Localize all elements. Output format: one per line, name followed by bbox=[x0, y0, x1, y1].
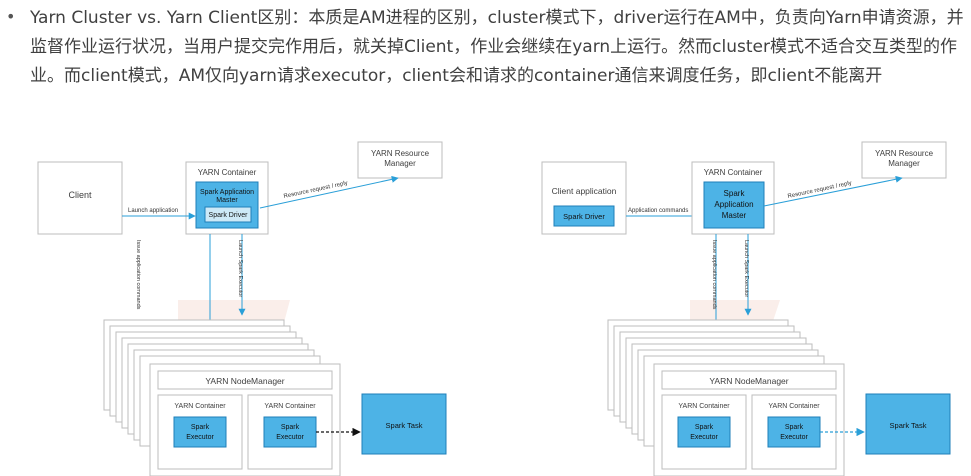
nodemanager-label: YARN NodeManager bbox=[205, 376, 284, 386]
yarn-mode-diagrams: Client YARN Container Spark Application … bbox=[37, 141, 951, 476]
application-commands-label: Application commands bbox=[628, 208, 688, 214]
executor-left-line2: Executor bbox=[186, 434, 214, 441]
client-label: Client bbox=[68, 190, 92, 200]
client-container-right-label: YARN Container bbox=[768, 403, 820, 410]
client-rm-line1: YARN Resource bbox=[875, 149, 934, 158]
container-left-label: YARN Container bbox=[174, 403, 226, 410]
client-spark-driver-box bbox=[553, 205, 615, 227]
spark-driver-box bbox=[204, 206, 252, 223]
resource-manager-box bbox=[357, 141, 443, 179]
container-right-label: YARN Container bbox=[264, 403, 316, 410]
client-application-label: Client application bbox=[552, 186, 617, 196]
bullet-marker: • bbox=[6, 7, 16, 26]
client-container-left-label: YARN Container bbox=[678, 403, 730, 410]
client-spark-task-label: Spark Task bbox=[890, 421, 927, 430]
client-am-line2: Application bbox=[714, 200, 753, 209]
client-spark-driver-label: Spark Driver bbox=[563, 212, 605, 221]
client-am-line1: Spark bbox=[724, 189, 746, 198]
executor-right-line2: Executor bbox=[276, 434, 304, 441]
client-launch-executor-label: Launch Spark Executor bbox=[743, 240, 749, 297]
container-left-box bbox=[157, 394, 243, 470]
client-spark-task-box bbox=[865, 393, 951, 455]
spark-task-label: Spark Task bbox=[386, 421, 423, 430]
rm-label-line1: YARN Resource bbox=[371, 149, 430, 158]
client-nodemanager-label: YARN NodeManager bbox=[709, 376, 788, 386]
launch-application-label: Launch application bbox=[128, 208, 178, 214]
launch-executor-label: Launch Spark Executor bbox=[237, 240, 243, 297]
executor-right-line1: Spark bbox=[281, 424, 300, 431]
description-paragraph: Yarn Cluster vs. Yarn Client区别：本质是AM进程的区… bbox=[30, 8, 964, 86]
client-executor-left-line1: Spark bbox=[695, 424, 714, 431]
executor-right-box bbox=[263, 416, 317, 448]
client-executor-left-box bbox=[677, 416, 731, 448]
rm-label-line2: Manager bbox=[384, 159, 416, 168]
client-box bbox=[37, 161, 123, 235]
resource-request-label: Resource request / reply bbox=[283, 180, 348, 199]
client-executor-right-box bbox=[767, 416, 821, 448]
client-am-line3: Master bbox=[722, 211, 747, 220]
cluster-mode-diagram: Client YARN Container Spark Application … bbox=[37, 141, 447, 476]
executor-left-line1: Spark bbox=[191, 424, 210, 431]
spark-driver-label: Spark Driver bbox=[209, 212, 249, 219]
client-mode-diagram: Client application Spark Driver Applicat… bbox=[541, 141, 951, 476]
yarn-container-label: YARN Container bbox=[198, 168, 257, 177]
executor-left-box bbox=[173, 416, 227, 448]
am-label-line1: Spark Application bbox=[200, 189, 254, 196]
client-yarn-container-label: YARN Container bbox=[704, 168, 763, 177]
client-issue-commands-label: Issue application commands bbox=[711, 240, 717, 310]
spark-task-box bbox=[361, 393, 447, 455]
issue-commands-label: Issue application commands bbox=[135, 240, 141, 310]
client-resource-manager-box bbox=[861, 141, 947, 179]
client-executor-right-line2: Executor bbox=[780, 434, 808, 441]
client-executor-left-line2: Executor bbox=[690, 434, 718, 441]
client-application-master-box bbox=[703, 181, 765, 229]
client-rm-line2: Manager bbox=[888, 159, 920, 168]
am-label-line2: Master bbox=[216, 197, 238, 204]
client-executor-right-line1: Spark bbox=[785, 424, 804, 431]
